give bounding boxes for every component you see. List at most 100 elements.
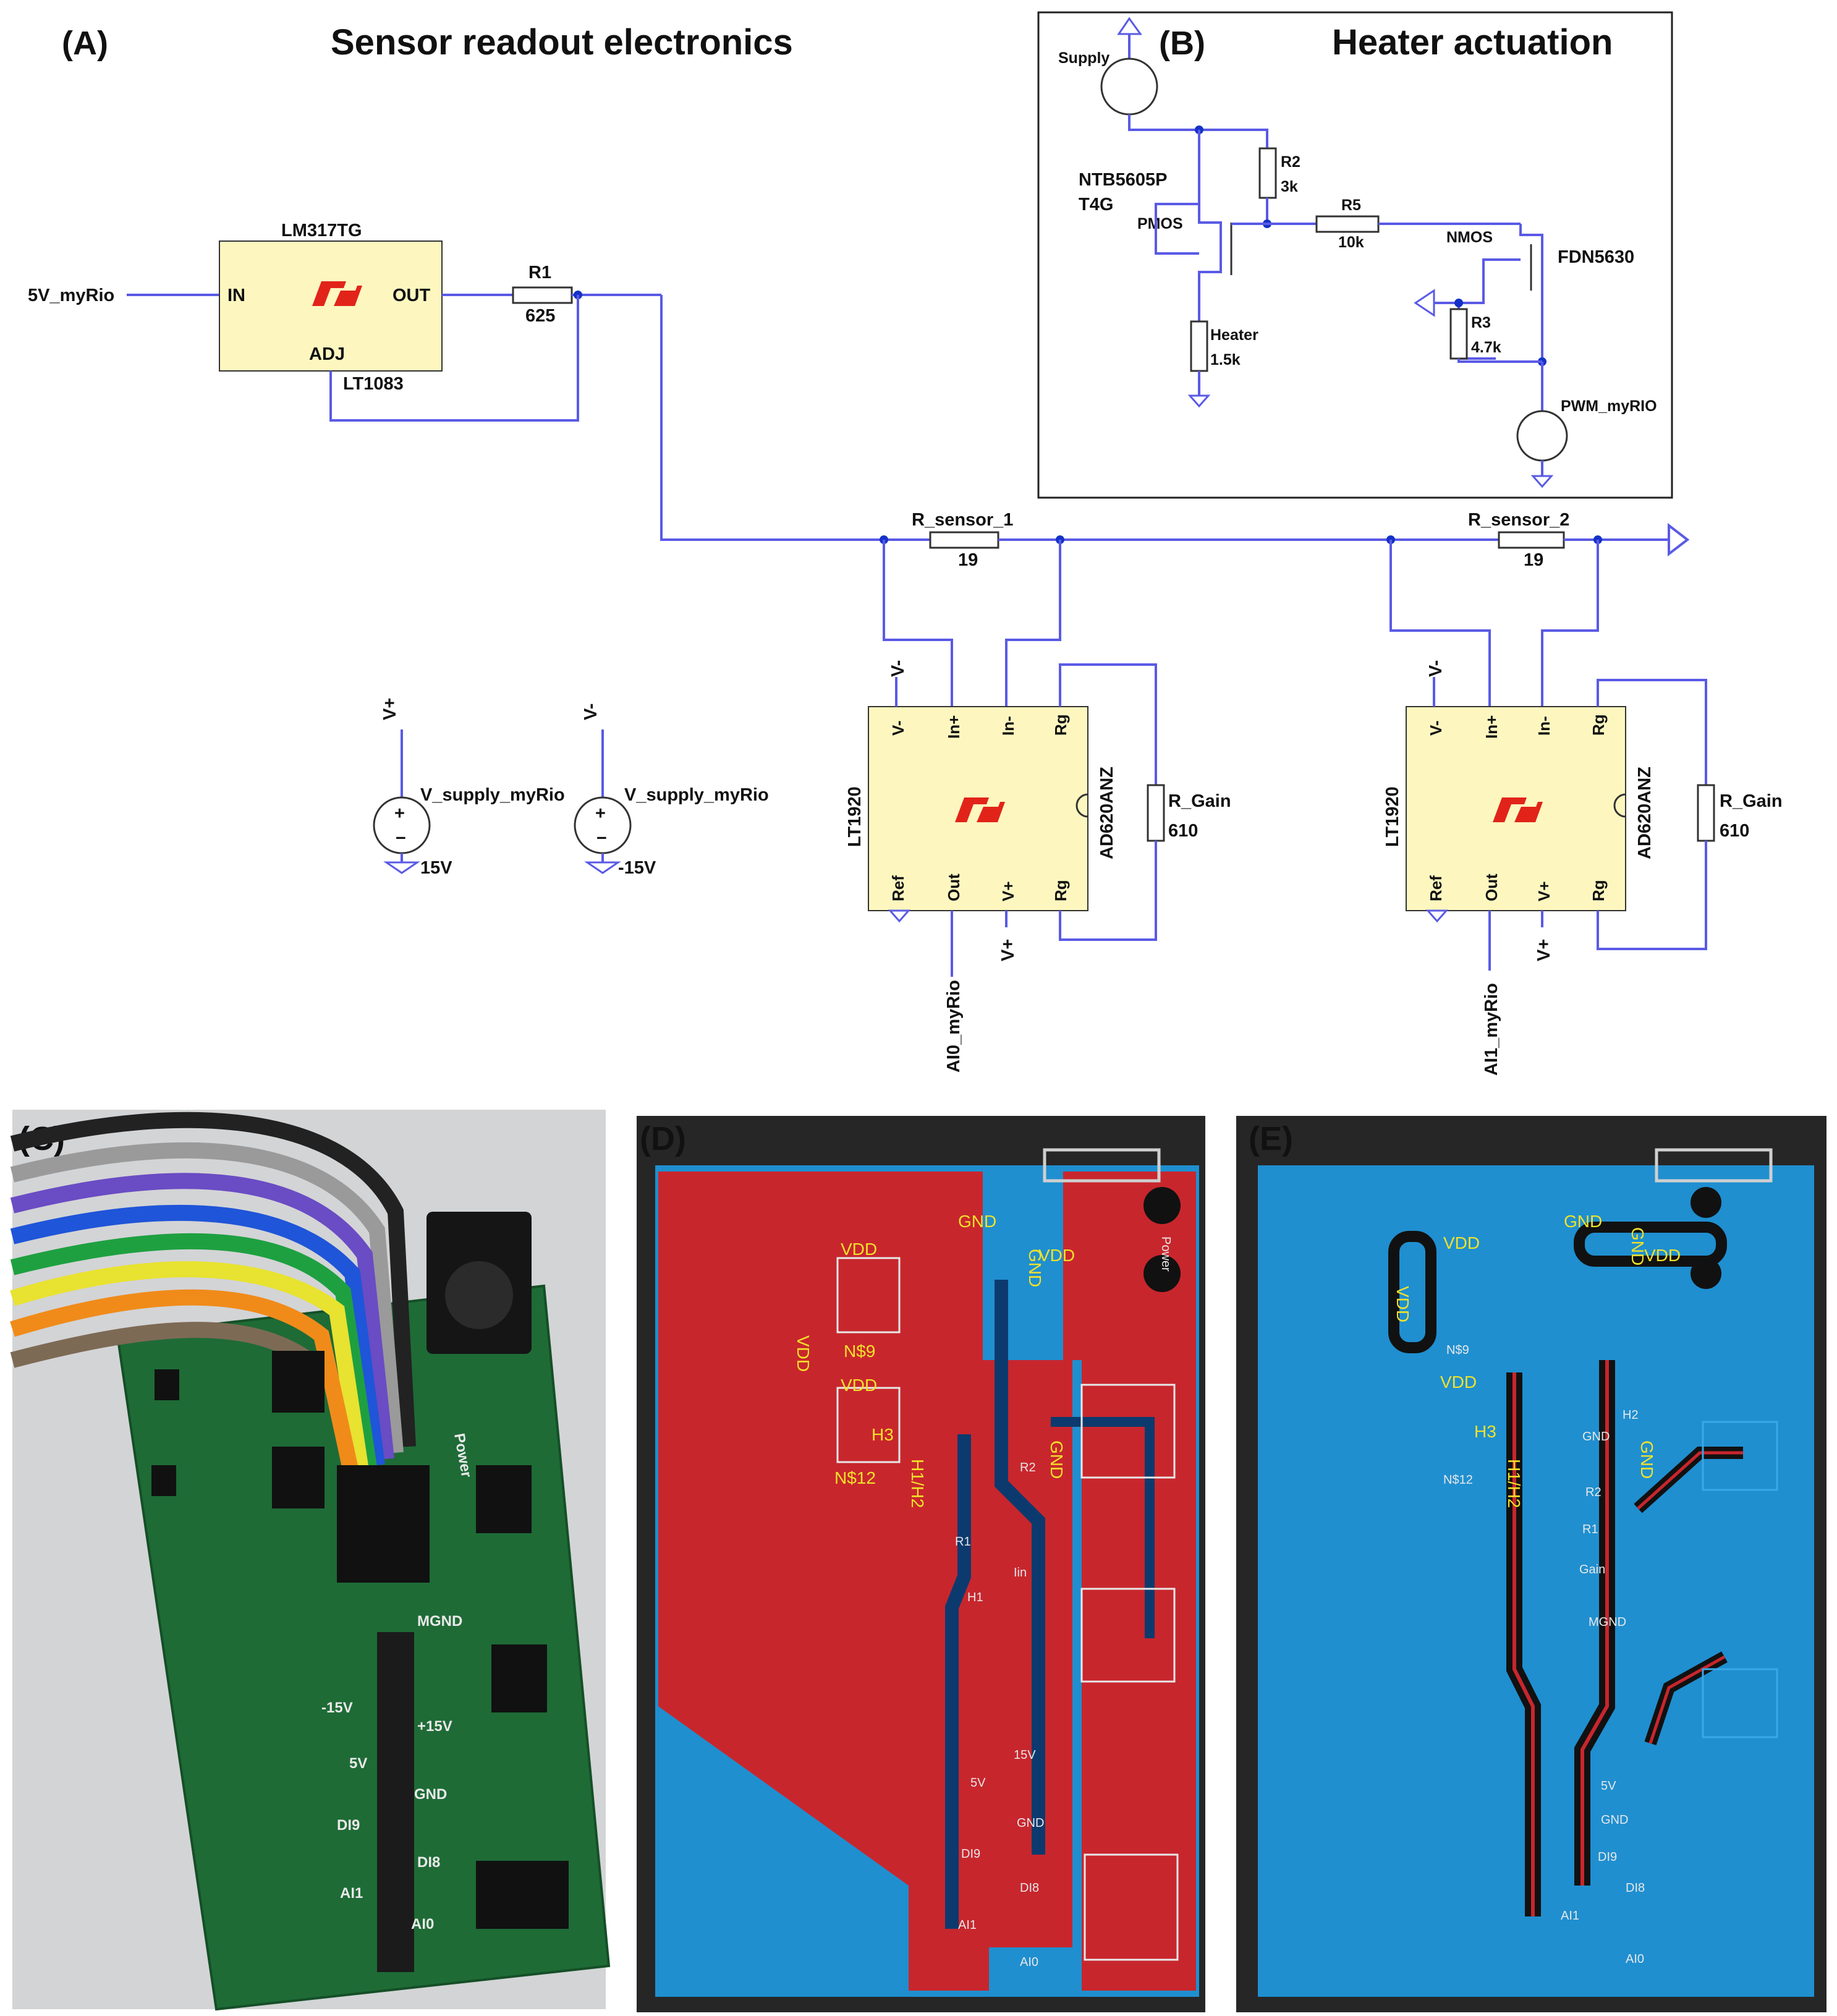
amp-2-pin-top-3: Rg — [1589, 714, 1608, 736]
regulator-chip — [219, 240, 443, 372]
ground-icon — [1425, 909, 1449, 923]
wire-adj-feedback — [329, 295, 579, 422]
pcb-e-label-4: VDD — [1393, 1286, 1412, 1322]
amp-1-pin-top-2: In- — [999, 716, 1017, 736]
supply-pos-node: V+ — [380, 698, 400, 720]
cable-purple — [10, 1173, 394, 1460]
pcb-d-silk-1: R1 — [955, 1535, 971, 1549]
supply-neg-minus: − — [596, 828, 607, 848]
input-label: 5V_myRio — [28, 286, 114, 305]
photo-label-0: MGND — [417, 1613, 462, 1630]
ground-icon — [888, 909, 911, 923]
panel-d-label: (D) — [640, 1120, 686, 1157]
r-sensor-1-name: R_sensor_1 — [912, 510, 1013, 530]
pcb-e-silk-6: 5V — [1601, 1779, 1616, 1793]
r-gain-2-value: 610 — [1720, 821, 1749, 841]
ground-icon — [584, 861, 621, 874]
heater-resistor — [1190, 320, 1208, 372]
pcb-d-label-7: N$12 — [834, 1468, 876, 1487]
supply-pos-plus: + — [394, 804, 405, 823]
pcb-d-label-3: VDD — [794, 1335, 813, 1372]
pcb-d-silk-11: Power — [1159, 1236, 1173, 1272]
wire-amp1-rg-bottom — [1059, 841, 1157, 941]
amp-2-pin-top-1: In+ — [1482, 715, 1501, 739]
pcb-d-red-pour-left — [658, 1172, 1072, 1991]
pcb-e-silk-0: H2 — [1623, 1408, 1639, 1422]
pcb-d-silk-8: DI8 — [1020, 1881, 1039, 1895]
regulator-name: LM317TG — [281, 221, 362, 240]
pcb-d-silk-6: GND — [1017, 1816, 1044, 1830]
pcb-e-connector-outline — [1655, 1148, 1773, 1183]
pcb-d-label-1: VDD — [841, 1240, 877, 1259]
pcb-d-trace-2 — [945, 1434, 971, 1929]
r5-name: R5 — [1341, 197, 1361, 214]
amp-2-output: AI1_myRio — [1482, 983, 1501, 1076]
cable-orange — [10, 1289, 360, 1479]
pcb-e-label-10: GND — [1637, 1440, 1657, 1479]
r-sensor-2-name: R_sensor_2 — [1468, 510, 1569, 530]
supply-neg-name: V_supply_myRio — [624, 785, 769, 805]
amp-2-pin-bottom-2: V+ — [1535, 881, 1553, 901]
ground-icon — [1530, 475, 1554, 488]
pmos-part2: T4G — [1079, 195, 1113, 215]
amp-2: V- V- In+ In- Rg Ref Out V+ Rg LT1920 AD… — [1383, 660, 1783, 1076]
panel-b-schematic: (B) Heater actuation Supply R2 3k NTB560… — [1037, 11, 1673, 499]
panel-b-title: Heater actuation — [1332, 22, 1613, 62]
pcb-e-footprint-2 — [1702, 1668, 1778, 1738]
pcb-d-silk-3: H1 — [967, 1591, 983, 1604]
amp-1-pin-top-1: In+ — [944, 715, 963, 739]
node-b-nmos — [1454, 299, 1463, 307]
amp-2-pin-top-0: V- — [1427, 720, 1445, 736]
amp-1: V- V- In+ In- Rg Ref Out V+ Rg LT1920 AD… — [845, 660, 1231, 1073]
amp-2-name: LT1920 — [1383, 786, 1402, 847]
r3-name: R3 — [1471, 314, 1491, 331]
panel-e-pcb: (E) GND VDD VDD GND VDD N$9 VDD H3 N$12 … — [1236, 1116, 1826, 2012]
cable-brown — [10, 1322, 314, 1368]
supply-source-icon — [1100, 57, 1158, 116]
pcb-e-label-0: GND — [1564, 1212, 1602, 1231]
regulator-pin-out: OUT — [392, 286, 431, 305]
wire-b-r3 — [1457, 359, 1542, 363]
pcb-d-label-9: GND — [1025, 1249, 1045, 1287]
mount-hole-icon — [1691, 1258, 1721, 1289]
pcb-e-pad-outline-2 — [1574, 1222, 1727, 1267]
wire-amp2-inp — [1389, 540, 1491, 707]
r-sensor-1-value: 19 — [958, 550, 978, 570]
pcb-e-label-5: N$9 — [1446, 1343, 1469, 1357]
pcb-d-label-5: VDD — [841, 1376, 877, 1395]
pcb-e-silk-5: MGND — [1589, 1615, 1626, 1629]
wire-b-pmos-drain — [1198, 204, 1222, 321]
amp-2-vminus-node: V- — [1426, 660, 1446, 677]
panel-a-label: (A) — [62, 25, 108, 62]
r1-resistor — [512, 286, 573, 304]
photo-label-3: 5V — [349, 1755, 367, 1772]
panel-e-label: (E) — [1249, 1120, 1293, 1157]
amp-1-name: LT1920 — [845, 786, 865, 847]
wire-amp1-inp — [883, 540, 953, 707]
chip-notch-icon — [1075, 793, 1088, 818]
pcb-e-label-6: VDD — [1440, 1372, 1477, 1392]
photo-label-5: DI9 — [337, 1817, 360, 1834]
amp-1-vplus-node: V+ — [998, 939, 1018, 961]
photo-label-2: +15V — [417, 1718, 452, 1735]
pcb-e-silk-3: R1 — [1582, 1523, 1598, 1536]
photo-label-4: GND — [414, 1786, 447, 1803]
r-gain-1-resistor — [1147, 784, 1165, 842]
panel-a-schematic: (A) Sensor readout electronics 5V_myRio … — [28, 22, 1783, 1076]
r-sensor-2-value: 19 — [1524, 550, 1543, 570]
lt-logo-icon — [1493, 797, 1543, 822]
cable-yellow — [10, 1261, 370, 1476]
pcb-d-silk-0: R2 — [1020, 1461, 1036, 1474]
pcb-d-silk-2: Iin — [1014, 1566, 1027, 1580]
pmos-part: NTB5605P — [1079, 170, 1167, 190]
photo-label-1: -15V — [321, 1699, 353, 1716]
regulator-pin-adj: ADJ — [309, 344, 345, 364]
pcb-d-footprint-3 — [836, 1257, 901, 1333]
pcb-d-silk-5: 5V — [970, 1776, 986, 1790]
heater-name: Heater — [1210, 326, 1258, 344]
r3-value: 4.7k — [1471, 339, 1501, 356]
panel-d-pcb: (D) GND VDD VDD VDD N$9 VDD H3 N$12 H1/H… — [637, 1116, 1205, 2012]
amp-1-output: AI0_myRio — [944, 980, 964, 1073]
cable-green — [10, 1233, 378, 1473]
chip-amp-1 — [476, 1465, 532, 1533]
